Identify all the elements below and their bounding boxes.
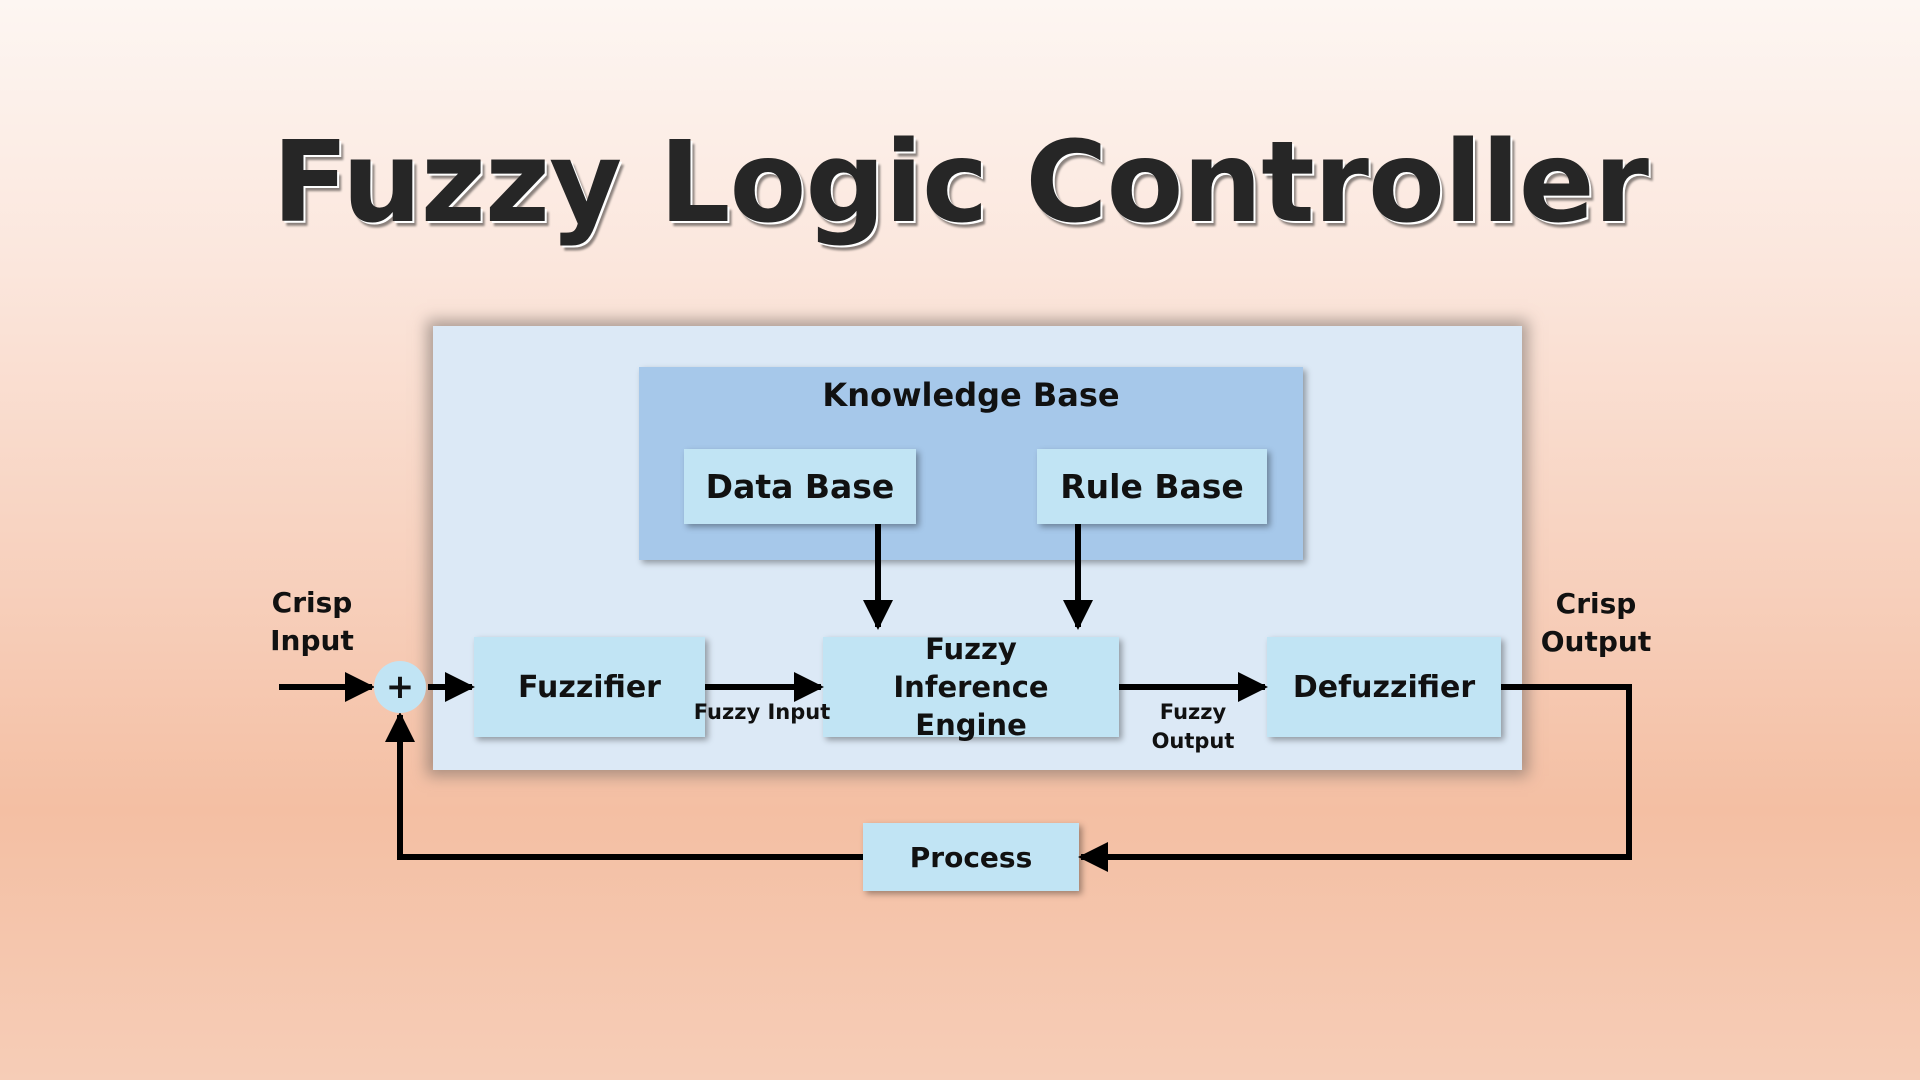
rule-base-label: Rule Base — [1060, 467, 1244, 506]
rule-base-block: Rule Base — [1037, 449, 1267, 524]
process-block: Process — [863, 823, 1079, 891]
data-base-label: Data Base — [705, 467, 895, 506]
diagram-title: Fuzzy Logic Controller — [272, 118, 1649, 248]
defuzzifier-label: Defuzzifier — [1292, 669, 1476, 705]
fuzzifier-label: Fuzzifier — [518, 669, 661, 705]
crisp-output-label: Crisp Output — [1540, 587, 1652, 658]
fuzzy-output-label: Fuzzy Output — [1151, 700, 1235, 753]
crisp-input-label: Crisp Input — [270, 586, 354, 657]
data-base-block: Data Base — [684, 449, 916, 524]
inference-engine-block: Fuzzy Inference Engine — [823, 632, 1119, 742]
process-label: Process — [909, 840, 1033, 874]
summing-junction: + — [374, 661, 426, 713]
knowledge-base-label: Knowledge Base — [822, 376, 1120, 414]
fuzzy-input-label: Fuzzy Input — [693, 700, 831, 724]
inference-engine-label: Fuzzy Inference Engine — [893, 632, 1049, 742]
defuzzifier-block: Defuzzifier — [1267, 637, 1501, 737]
plus-icon: + — [385, 667, 415, 707]
fuzzifier-block: Fuzzifier — [474, 637, 705, 737]
